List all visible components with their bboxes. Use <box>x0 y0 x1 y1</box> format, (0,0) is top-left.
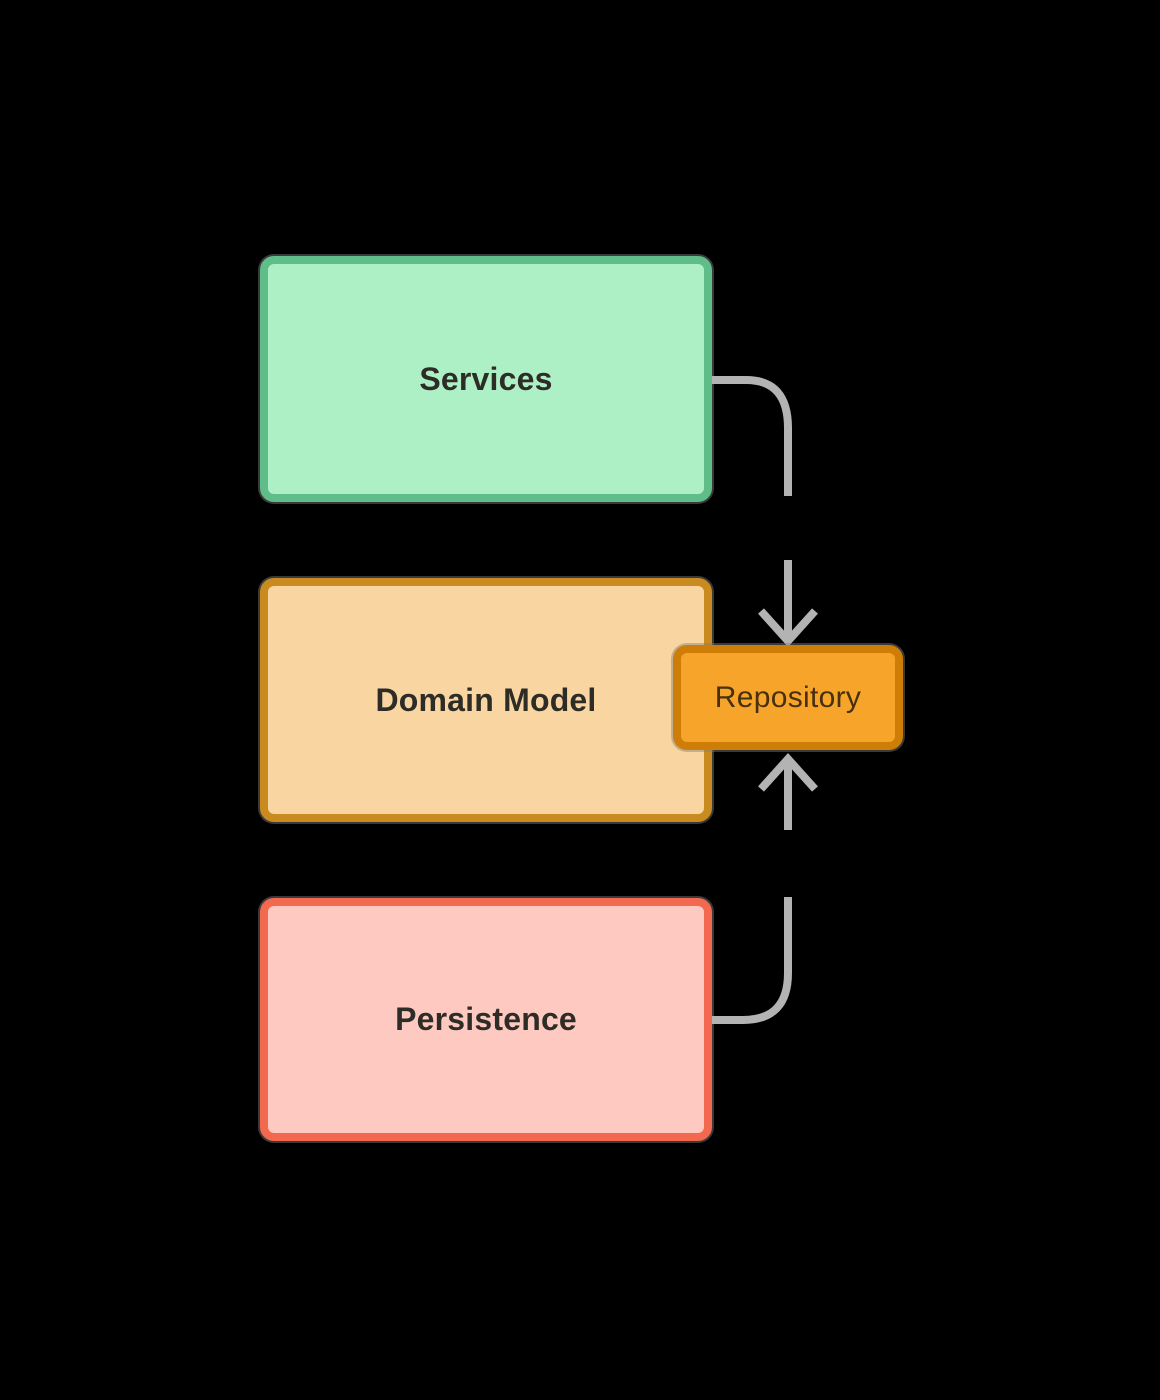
connector-services-to-repository <box>712 376 818 647</box>
node-persistence: Persistence <box>260 898 712 1141</box>
arrowhead-up-icon <box>758 753 818 792</box>
node-services: Services <box>260 256 712 502</box>
connector-persistence-to-repository <box>712 753 818 1024</box>
node-domain-model: Domain Model <box>260 578 712 822</box>
connector-services-elbow <box>712 376 792 496</box>
node-services-label: Services <box>419 360 553 397</box>
node-repository: Repository <box>673 645 903 750</box>
node-repository-label: Repository <box>714 680 862 714</box>
arrowhead-down-icon <box>758 608 818 647</box>
node-persistence-label: Persistence <box>395 1001 577 1037</box>
node-domain-model-label: Domain Model <box>375 681 597 718</box>
connector-persistence-elbow <box>712 897 792 1024</box>
